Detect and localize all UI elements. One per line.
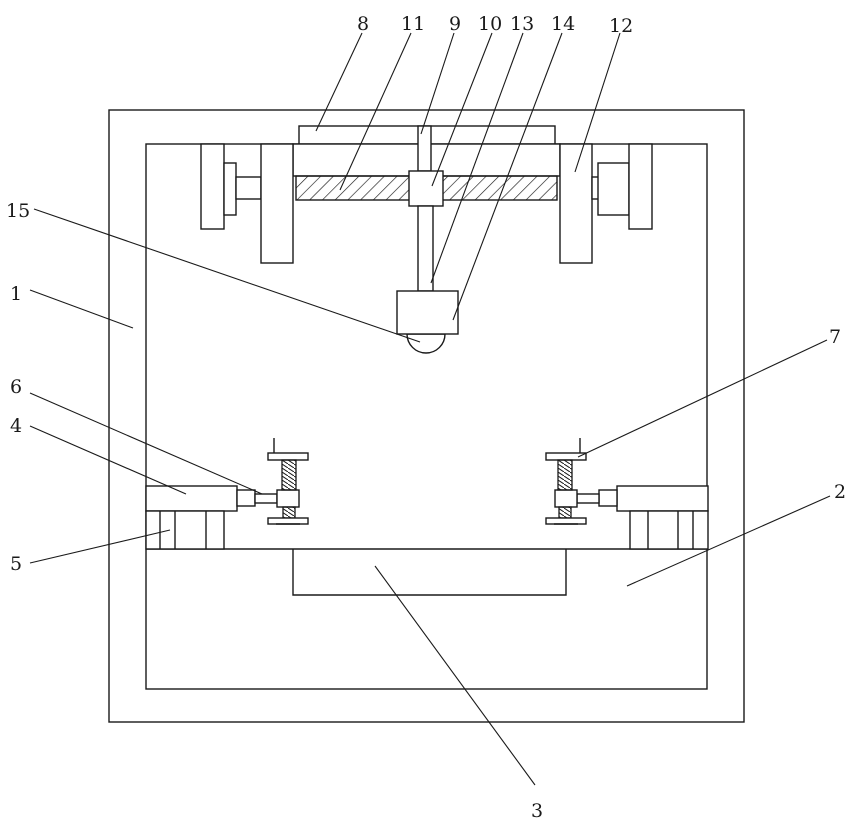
- label-1: 1: [10, 283, 22, 305]
- label-11: 11: [401, 13, 425, 35]
- label-9: 9: [449, 13, 461, 35]
- label-13: 13: [510, 13, 534, 35]
- label-10: 10: [478, 13, 502, 35]
- right-motor-assembly: [560, 144, 652, 263]
- label-15: 15: [6, 200, 30, 222]
- label-6: 6: [10, 376, 22, 398]
- label-5: 5: [10, 553, 22, 575]
- label-8: 8: [357, 13, 369, 35]
- base-platform: [146, 549, 707, 595]
- left-motor-assembly: [201, 144, 293, 263]
- tool-head: [397, 291, 458, 353]
- label-14: 14: [551, 13, 575, 35]
- label-12: 12: [609, 15, 633, 37]
- label-3: 3: [531, 800, 543, 822]
- right-clamp-assembly: [546, 438, 708, 549]
- label-4: 4: [10, 415, 22, 437]
- label-2: 2: [834, 481, 846, 503]
- label-7: 7: [829, 326, 841, 348]
